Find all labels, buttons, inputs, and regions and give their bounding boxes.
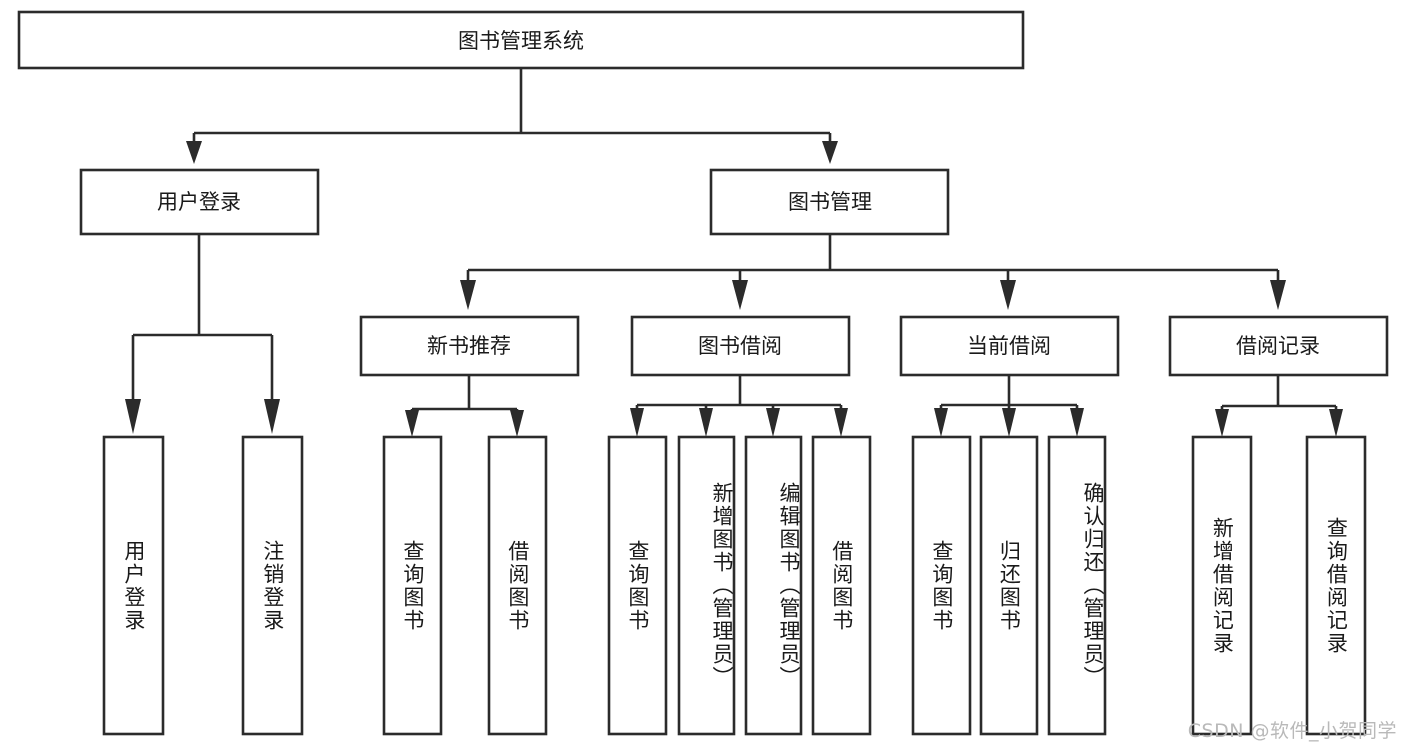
arrow-head-icon [510,410,524,437]
arrow-head-icon [1215,409,1229,437]
arrow-head-icon [822,141,838,164]
connector-current-borrow-to-leaves [934,375,1084,437]
arrow-head-icon [766,408,780,437]
leaf-box-borrow-book-2[interactable] [811,435,872,736]
arrow-head-icon [1002,408,1016,437]
node-book-management[interactable]: 图书管理 [709,168,950,236]
arrow-head-icon [732,280,748,310]
arrow-head-icon [1000,280,1016,310]
book-management-label: 图书管理 [788,190,872,214]
leaf-box-edit-book[interactable] [744,435,803,736]
root-label: 图书管理系统 [458,29,584,53]
node-borrow-record[interactable]: 借阅记录 [1168,315,1389,377]
arrow-head-icon [699,408,713,437]
arrow-head-icon [460,280,476,310]
leaf-box-confirm-return[interactable] [1047,435,1107,736]
node-new-book-recommend[interactable]: 新书推荐 [359,315,580,377]
leaf-box-query-book-3[interactable] [911,435,972,736]
arrow-head-icon [125,399,141,434]
connector-borrow-record-to-leaves [1215,375,1343,437]
connector-book-borrow-to-leaves [630,375,848,437]
arrow-head-icon [405,410,419,437]
user-login-box [79,168,320,236]
connector-new-book-recommend-to-leaves [405,375,524,437]
leaf-box-return-book[interactable] [979,435,1039,736]
arrow-head-icon [630,408,644,437]
root-box [17,10,1025,70]
user-login-label: 用户登录 [157,190,241,214]
csdn-watermark: CSDN @软件_小贺同学 [1187,720,1397,742]
new-book-recommend-label: 新书推荐 [427,334,511,358]
arrow-head-icon [1270,280,1286,310]
leaf-box-add-record[interactable] [1191,435,1253,736]
arrow-head-icon [934,408,948,437]
leaf-box-user-login[interactable] [102,435,165,736]
arrow-head-icon [264,399,280,434]
node-root[interactable]: 图书管理系统 [17,10,1025,70]
arrow-head-icon [1329,409,1343,437]
leaf-box-borrow-book-1[interactable] [487,435,548,736]
connector-book-management-to-level3 [460,234,1286,310]
leaf-box-logout-login[interactable] [241,435,304,736]
node-book-borrow[interactable]: 图书借阅 [630,315,851,377]
current-borrow-box [899,315,1120,377]
leaf-box-query-book-2[interactable] [607,435,668,736]
connector-user-login-to-leaves [125,234,280,434]
connector-root-to-level2 [186,68,838,164]
leaf-box-add-book[interactable] [677,435,736,736]
borrow-record-label: 借阅记录 [1236,334,1320,358]
current-borrow-label: 当前借阅 [967,334,1051,358]
book-borrow-label: 图书借阅 [698,334,782,358]
arrow-head-icon [1070,408,1084,437]
arrow-head-icon [186,141,202,164]
arrow-head-icon [834,408,848,437]
leaf-box-query-book-1[interactable] [382,435,443,736]
node-current-borrow[interactable]: 当前借阅 [899,315,1120,377]
new-book-recommend-box [359,315,580,377]
leaf-box-query-record[interactable] [1305,435,1367,736]
node-user-login[interactable]: 用户登录 [79,168,320,236]
